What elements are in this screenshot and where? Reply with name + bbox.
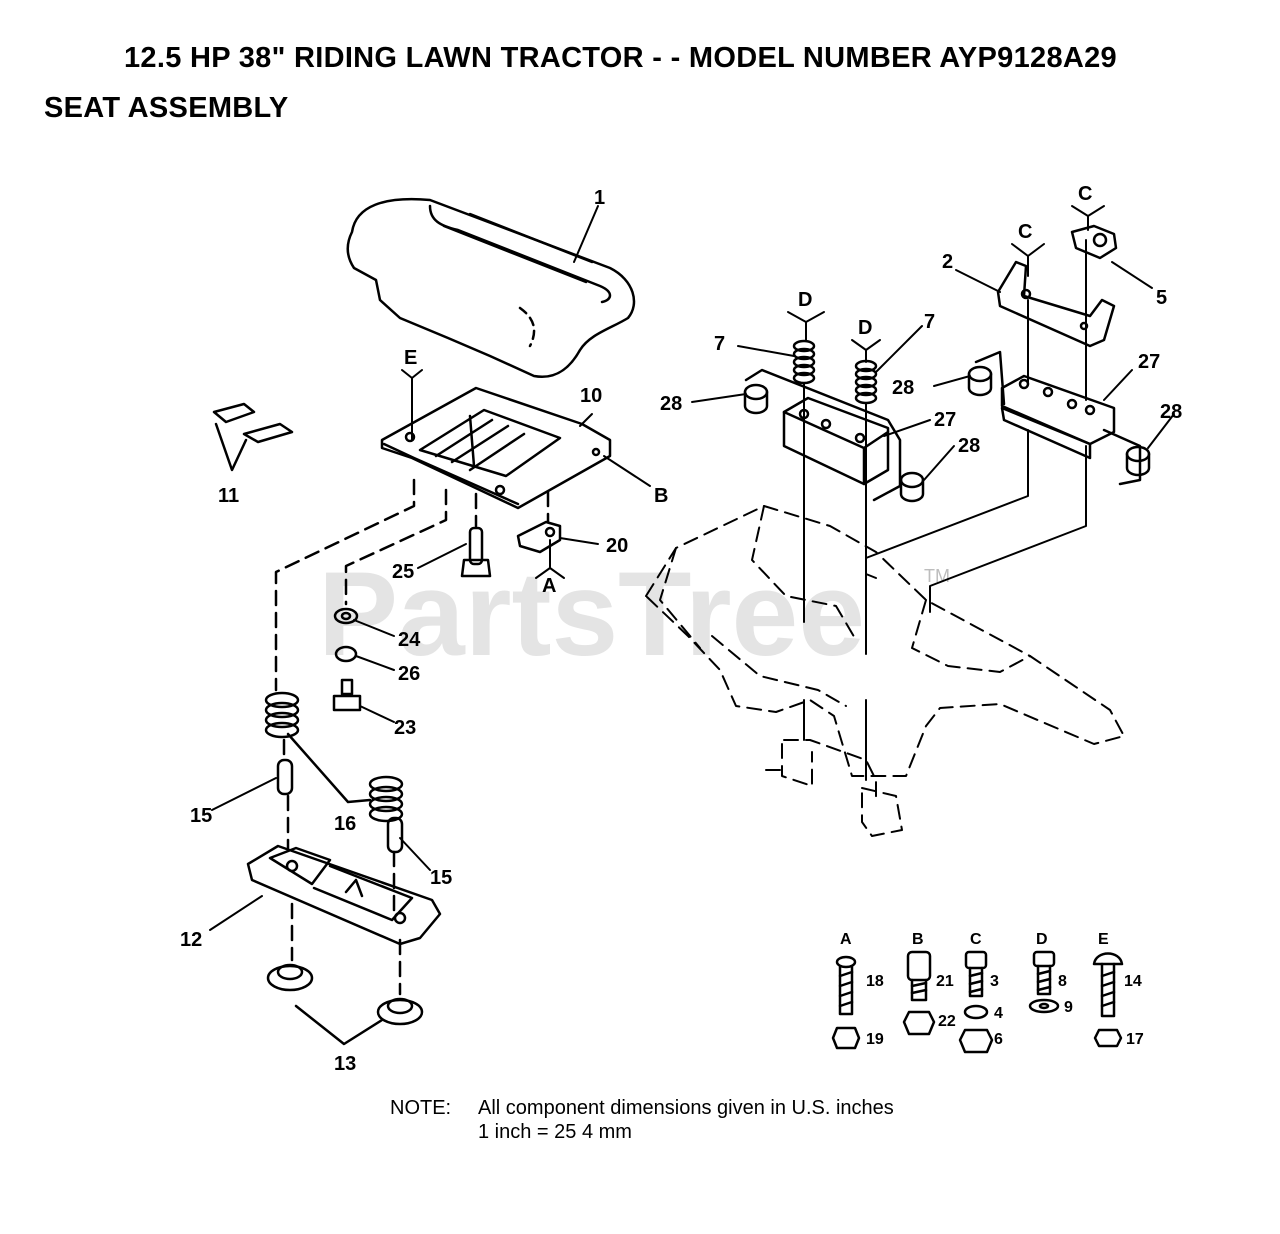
callout-28c: 28 [958, 435, 980, 457]
ref-letter-d2: D [858, 317, 872, 339]
ref-letter-b: B [654, 485, 668, 507]
hardware-a-letter: A [840, 931, 852, 948]
hardware-c-part-3: 6 [994, 1031, 1003, 1048]
tractor-body-outline [645, 505, 1125, 837]
callout-15a: 15 [190, 805, 212, 827]
note-label: NOTE: [390, 1097, 452, 1119]
hardware-D [1028, 950, 1060, 1014]
callout-28a: 28 [660, 393, 682, 415]
seat-mount-bracket-right [974, 350, 1142, 486]
page-title: 12.5 HP 38" RIDING LAWN TRACTOR - - MODE… [124, 42, 1117, 74]
hardware-E [1092, 952, 1124, 1048]
callout-24: 24 [398, 629, 421, 651]
callout-20: 20 [606, 535, 628, 557]
callout-28b: 28 [892, 377, 914, 399]
washers-and-nut [332, 607, 362, 712]
note-line-2: 1 inch = 25 4 mm [478, 1121, 632, 1143]
callout-2: 2 [942, 251, 953, 273]
hardware-d-letter: D [1036, 931, 1048, 948]
callout-25: 25 [392, 561, 414, 583]
alignment-lines-left [274, 478, 550, 996]
hardware-c-letter: C [970, 931, 982, 948]
seat-pads [212, 402, 294, 472]
callout-28d: 28 [1160, 401, 1182, 423]
ref-letter-d1: D [798, 289, 812, 311]
callout-13: 13 [334, 1053, 356, 1075]
ref-letter-a: A [542, 575, 556, 597]
grommets [266, 963, 424, 1046]
ref-letter-c1: C [1018, 221, 1032, 243]
hardware-b-letter: B [912, 931, 924, 948]
callout-5: 5 [1156, 287, 1167, 309]
callout-12: 12 [180, 929, 202, 951]
base-plate [246, 844, 442, 946]
callout-10: 10 [580, 385, 602, 407]
hardware-d-part-1: 8 [1058, 973, 1067, 990]
callout-27a: 27 [934, 409, 956, 431]
hardware-C [958, 950, 994, 1054]
spring-left [264, 691, 300, 739]
hardware-c-part-1: 3 [990, 973, 999, 990]
hardware-c-part-2: 4 [994, 1005, 1003, 1022]
callout-11: 11 [218, 485, 239, 507]
clip-20 [516, 520, 562, 554]
bracket-2 [996, 260, 1116, 348]
hardware-a-part-1: 18 [866, 973, 884, 990]
hardware-b-part-1: 21 [936, 973, 954, 990]
hardware-e-part-2: 17 [1126, 1031, 1144, 1048]
callout-27b: 27 [1138, 351, 1160, 373]
alignment-lines-right [803, 239, 1087, 781]
callout-16: 16 [334, 813, 356, 835]
leader-lines [209, 205, 1175, 931]
hardware-B [902, 950, 936, 1036]
hardware-a-part-2: 19 [866, 1031, 884, 1048]
callout-7a: 7 [714, 333, 725, 355]
note-line-1: All component dimensions given in U.S. i… [478, 1097, 894, 1119]
ref-letter-c2: C [1078, 183, 1092, 205]
callout-23: 23 [394, 717, 416, 739]
hardware-e-letter: E [1098, 931, 1109, 948]
seat-mount-bracket-left [744, 368, 902, 502]
bolt-25 [460, 526, 492, 578]
springs-7 [792, 339, 878, 405]
dimensions-note: NOTE: All component dimensions given in U… [390, 1096, 894, 1144]
ref-letter-e: E [404, 347, 417, 369]
hardware-A [831, 955, 861, 1050]
watermark: PartsTree [318, 547, 865, 681]
ref-arrows [401, 205, 1105, 579]
spring-right [286, 732, 404, 823]
callout-7b: 7 [924, 311, 935, 333]
hardware-e-part-1: 14 [1124, 973, 1142, 990]
section-title: SEAT ASSEMBLY [44, 92, 289, 124]
callout-15b: 15 [430, 867, 452, 889]
callout-26: 26 [398, 663, 420, 685]
clip-5 [1070, 224, 1118, 260]
seat-pan [380, 386, 612, 510]
seat-cushion [346, 197, 636, 379]
hardware-d-part-2: 9 [1064, 999, 1073, 1016]
callout-1: 1 [594, 187, 605, 209]
hardware-b-part-2: 22 [938, 1013, 956, 1030]
